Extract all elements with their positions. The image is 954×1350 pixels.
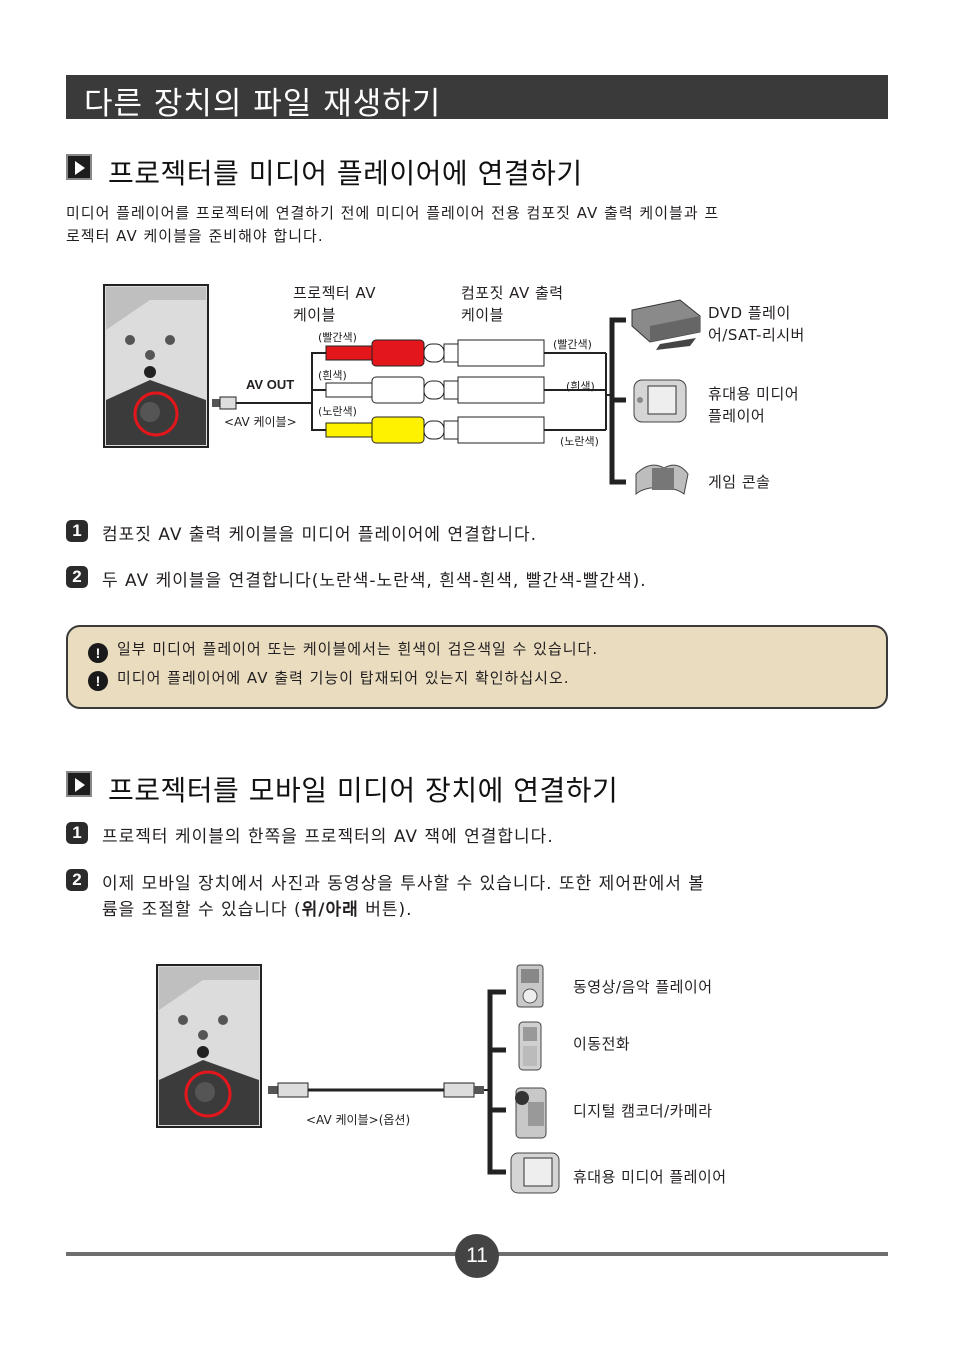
note-box	[66, 625, 888, 709]
page-number: 11	[455, 1234, 499, 1278]
projector-image	[103, 284, 209, 448]
section1-intro-line1: 미디어 플레이어를 프로젝터에 연결하기 전에 미디어 플레이어 전용 컴포짓 …	[66, 204, 720, 222]
projector-cable-label-1: 프로젝터 AV	[293, 284, 377, 302]
av-out-highlight-circle	[133, 391, 179, 437]
right-white-label: (흰색)	[566, 380, 595, 393]
step-text-post: 버튼).	[358, 900, 413, 920]
rca-plug-red	[325, 339, 445, 367]
step-text-line1: 이제 모바일 장치에서 사진과 동영상을 투사할 수 있습니다. 또한 제어판에…	[102, 874, 705, 894]
composite-plugs	[443, 339, 612, 444]
note-text: 일부 미디어 플레이어 또는 케이블에서는 흰색이 검은색일 수 있습니다.	[117, 640, 599, 658]
section-arrow-icon	[66, 771, 92, 797]
step-badge: 1	[66, 822, 88, 844]
portable-player-label-1: 휴대용 미디어	[708, 385, 800, 403]
composite-cable-label-1: 컴포짓 AV 출력	[461, 284, 564, 302]
dvd-label-1: DVD 플레이	[708, 304, 791, 322]
portable-media-player-icon	[633, 379, 687, 423]
composite-cable-label-2: 케이블	[461, 306, 504, 324]
page-title: 다른 장치의 파일 재생하기	[84, 86, 442, 122]
right-yellow-label: (노란색)	[560, 435, 599, 448]
step-text: 두 AV 케이블을 연결합니다(노란색-노란색, 흰색-흰색, 빨간색-빨간색)…	[102, 571, 647, 591]
camcorder-label: 디지털 캠코더/카메라	[573, 1102, 713, 1120]
av-jack-highlight-circle	[184, 1070, 232, 1118]
step-badge: 1	[66, 520, 88, 542]
dvd-label-2: 어/SAT-리시버	[708, 326, 805, 344]
button-name: 위/아래	[301, 900, 359, 920]
left-red-label: (빨간색)	[318, 331, 357, 344]
step-badge: 2	[66, 566, 88, 588]
section1-title: 프로젝터를 미디어 플레이어에 연결하기	[108, 157, 583, 190]
rca-plug-white	[325, 376, 445, 404]
projector-image-2	[156, 964, 262, 1128]
av-cable-2	[268, 1082, 490, 1098]
dvd-player-icon	[631, 299, 701, 350]
av-out-label: AV OUT	[246, 377, 295, 392]
mobile-phone-icon	[518, 1021, 542, 1071]
step-text-pre: 륨을 조절할 수 있습니다 (	[102, 900, 302, 920]
av-plug-small	[212, 352, 326, 431]
portable-player-label: 휴대용 미디어 플레이어	[573, 1168, 727, 1186]
game-console-label: 게임 콘솔	[708, 473, 771, 491]
section2-title: 프로젝터를 모바일 미디어 장치에 연결하기	[108, 774, 619, 807]
step-text-line2: 륨을 조절할 수 있습니다 (위/아래 버튼).	[102, 895, 413, 920]
section-arrow-icon	[66, 154, 92, 180]
game-console-icon	[635, 464, 689, 496]
right-red-label: (빨간색)	[553, 338, 592, 351]
optional-cable-label: <AV 케이블>(옵션)	[306, 1113, 411, 1127]
device-bracket-1	[609, 317, 626, 485]
rca-plug-yellow	[325, 416, 445, 444]
left-yellow-label: (노란색)	[318, 405, 357, 418]
section1-intro-line2: 로젝터 AV 케이블을 준비해야 합니다.	[66, 227, 324, 245]
music-player-icon	[516, 964, 544, 1008]
camcorder-icon	[515, 1087, 547, 1139]
warning-icon: !	[88, 643, 108, 663]
projector-cable-label-2: 케이블	[293, 306, 336, 324]
step-text: 프로젝터 케이블의 한쪽을 프로젝터의 AV 잭에 연결합니다.	[102, 827, 554, 847]
warning-icon: !	[88, 671, 108, 691]
note-text: 미디어 플레이어에 AV 출력 기능이 탑재되어 있는지 확인하십시오.	[117, 669, 570, 687]
music-player-label: 동영상/음악 플레이어	[573, 978, 713, 996]
step-text: 컴포짓 AV 출력 케이블을 미디어 플레이어에 연결합니다.	[102, 525, 538, 545]
mobile-phone-label: 이동전화	[573, 1035, 631, 1053]
portable-media-player-icon-2	[510, 1152, 560, 1194]
left-white-label: (흰색)	[318, 369, 347, 382]
av-cable-label: <AV 케이블>	[224, 415, 297, 429]
portable-player-label-2: 플레이어	[708, 407, 766, 425]
page-title-bar: 다른 장치의 파일 재생하기	[66, 75, 888, 122]
device-bracket-2	[487, 989, 506, 1175]
step-badge: 2	[66, 869, 88, 891]
